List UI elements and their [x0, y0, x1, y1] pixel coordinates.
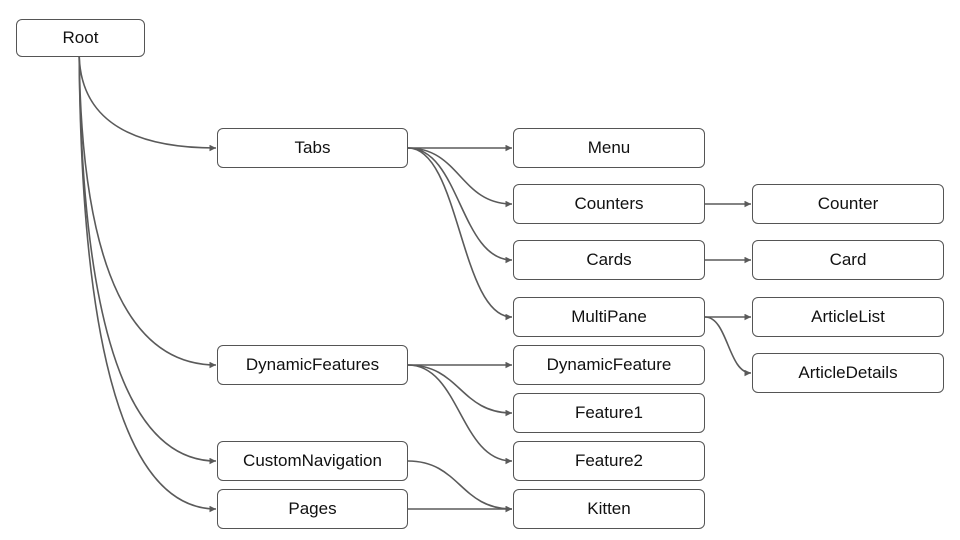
- node-cards: Cards: [513, 240, 705, 280]
- node-dynamic-feature: DynamicFeature: [513, 345, 705, 385]
- node-article-list: ArticleList: [752, 297, 944, 337]
- node-multi-pane: MultiPane: [513, 297, 705, 337]
- edge-multi_pane-to-article_details: [704, 316, 752, 377]
- edge-root-to-pages: [78, 56, 217, 513]
- node-dynamic-features: DynamicFeatures: [217, 345, 408, 385]
- node-counter: Counter: [752, 184, 944, 224]
- edge-tabs-to-multi_pane: [407, 147, 513, 321]
- node-root: Root: [16, 19, 145, 57]
- node-kitten: Kitten: [513, 489, 705, 529]
- node-counters: Counters: [513, 184, 705, 224]
- edge-tabs-to-cards: [407, 147, 513, 264]
- edge-custom_navigation-to-kitten: [407, 460, 513, 513]
- node-menu: Menu: [513, 128, 705, 168]
- node-tabs: Tabs: [217, 128, 408, 168]
- node-feature2: Feature2: [513, 441, 705, 481]
- edge-root-to-custom_navigation: [78, 56, 217, 465]
- edge-dynamic_features-to-feature1: [407, 364, 513, 417]
- node-pages: Pages: [217, 489, 408, 529]
- node-custom-navigation: CustomNavigation: [217, 441, 408, 481]
- edge-dynamic_features-to-feature2: [407, 364, 513, 465]
- node-card: Card: [752, 240, 944, 280]
- edge-root-to-dynamic_features: [78, 56, 217, 369]
- edge-tabs-to-counters: [407, 147, 513, 208]
- node-feature1: Feature1: [513, 393, 705, 433]
- node-article-details: ArticleDetails: [752, 353, 944, 393]
- edge-root-to-tabs: [78, 56, 217, 152]
